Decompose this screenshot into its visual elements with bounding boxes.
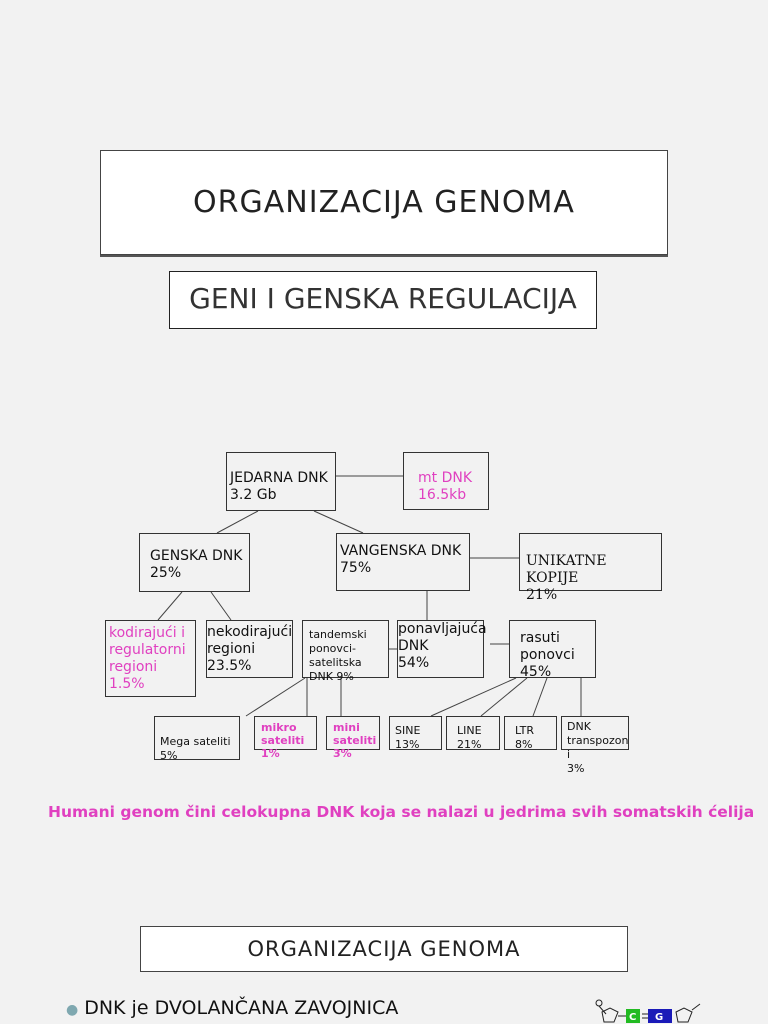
slide-subtitle: GENI I GENSKA REGULACIJA — [189, 282, 577, 315]
mt-dnk-node: mt DNK 16.5kb — [403, 452, 489, 510]
nekodirajuci-regioni-node: nekodirajući regioni 23.5% — [206, 620, 293, 678]
bullet-item: ● DNK je DVOLANČANA ZAVOJNICA — [66, 997, 398, 1019]
subtitle-box — [169, 271, 597, 329]
mega-sateliti-node: Mega sateliti 5% — [154, 716, 240, 762]
bullet-text: DNK je DVOLANČANA ZAVOJNICA — [84, 997, 399, 1019]
slide-title-text: ORGANIZACIJA GENOMA — [193, 185, 575, 220]
vangenska-dnk-node: VANGENSKA DNK 75% — [336, 533, 470, 591]
svg-text:G: G — [655, 1012, 663, 1023]
svg-text:C: C — [629, 1012, 636, 1023]
bullet-dot-icon: ● — [66, 1002, 79, 1018]
dna-base-pair-icon: C G — [595, 999, 701, 1023]
genska-dnk-node: GENSKA DNK 25% — [139, 533, 250, 592]
kodirajuci-regioni-node: kodirajući i regulatorni regioni 1.5% — [105, 620, 196, 697]
sine-node: SINE 13% — [389, 716, 442, 751]
slide-title-2-text: ORGANIZACIJA GENOMA — [247, 937, 521, 961]
tandemski-ponovci-node: tandemski ponovci- satelitska DNK 9% — [302, 620, 389, 683]
unikatne-kopije-node: UNIKATNE KOPIJE 21% — [519, 533, 662, 603]
ponavljajuca-dnk-node: ponavljajuća DNK 54% — [397, 620, 487, 678]
jedarna-dnk-node: JEDARNA DNK 3.2 Gb — [226, 452, 336, 511]
dnk-transpozon-node: DNK transpozon i 3% — [561, 716, 629, 775]
line-node: LINE 21% — [446, 716, 500, 751]
genome-caption: Humani genom čini celokupna DNK koja se … — [48, 803, 755, 821]
slide-title: ORGANIZACIJA GENOMA — [100, 150, 668, 255]
rasuti-ponovci-node: rasuti ponovci 45% — [509, 620, 596, 680]
ltr-node: LTR 8% — [504, 716, 557, 751]
slide-title-2: ORGANIZACIJA GENOMA — [140, 926, 628, 972]
mikro-sateliti-node: mikro sateliti 1% — [254, 716, 317, 760]
mini-sateliti-node: mini sateliti 3% — [326, 716, 380, 760]
